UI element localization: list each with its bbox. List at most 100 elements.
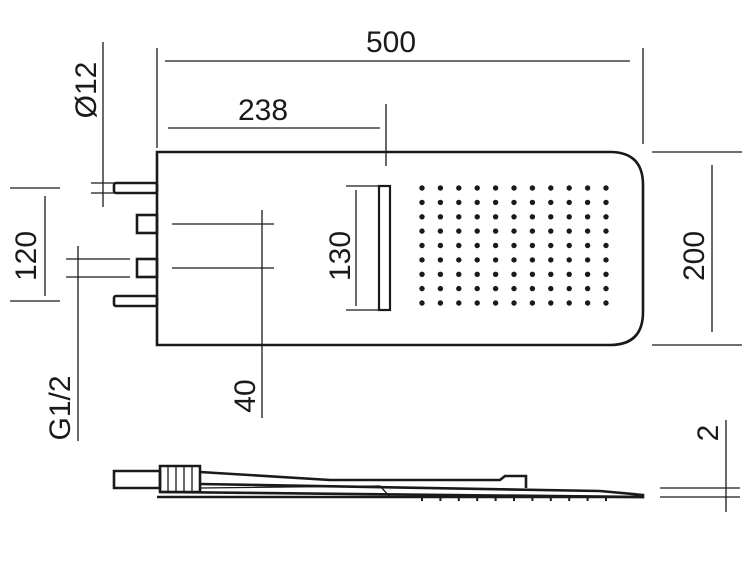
nozzle <box>603 300 609 306</box>
nozzle <box>511 214 517 220</box>
nozzle <box>456 271 462 277</box>
nozzle <box>456 228 462 234</box>
nozzle <box>566 228 572 234</box>
nozzle <box>511 199 517 206</box>
nozzle <box>492 185 499 191</box>
nozzle <box>584 257 591 263</box>
nozzle <box>529 271 536 277</box>
nozzle <box>492 271 499 277</box>
nozzle <box>456 300 462 306</box>
inlet-connector-upper <box>135 213 159 235</box>
nozzle <box>584 185 591 191</box>
nozzle <box>566 214 572 220</box>
nozzle <box>474 242 480 249</box>
diameter-label: Ø12 <box>70 62 103 119</box>
nozzle <box>603 185 609 191</box>
nozzle <box>584 228 591 234</box>
nozzle <box>474 300 480 306</box>
nozzle <box>584 285 591 292</box>
nozzle <box>437 242 444 249</box>
nozzle <box>584 199 591 206</box>
nozzle <box>474 228 480 234</box>
nozzle <box>603 285 609 292</box>
nozzle <box>437 271 444 277</box>
pipe-stub-bottom <box>112 294 159 308</box>
waterfall-blade <box>377 184 392 312</box>
nozzle <box>456 199 462 206</box>
nozzle <box>529 228 536 234</box>
nozzle <box>492 300 499 306</box>
nozzle <box>566 199 572 206</box>
depth-label: 200 <box>678 231 711 281</box>
nozzle <box>492 242 499 249</box>
nozzle <box>548 300 554 306</box>
nozzle <box>456 242 462 249</box>
nozzle <box>474 257 480 263</box>
inset-label: 238 <box>238 94 288 127</box>
nozzle <box>492 257 499 263</box>
nozzle <box>548 242 554 249</box>
nozzle <box>603 271 609 277</box>
nozzle <box>456 285 462 292</box>
spacing-label: 120 <box>10 231 43 281</box>
blade-height-label: 130 <box>324 231 357 281</box>
nozzle <box>603 214 609 220</box>
nozzle <box>511 228 517 234</box>
nozzle <box>603 257 609 263</box>
pipe-stub-top <box>112 181 159 195</box>
nozzle <box>474 214 480 220</box>
nozzle <box>419 242 425 249</box>
nozzle <box>437 199 444 206</box>
nozzle <box>529 199 536 206</box>
nozzle <box>529 257 536 263</box>
nozzle <box>548 214 554 220</box>
nozzle <box>584 300 591 306</box>
nozzle <box>603 242 609 249</box>
nozzle <box>511 271 517 277</box>
nozzle <box>548 185 554 191</box>
nozzle <box>584 214 591 220</box>
nozzle <box>548 257 554 263</box>
nozzle <box>419 271 425 277</box>
nozzle <box>419 199 425 206</box>
nozzle <box>511 257 517 263</box>
nozzle <box>492 199 499 206</box>
nozzle <box>437 300 444 306</box>
nozzle <box>419 228 425 234</box>
nozzle <box>474 285 480 292</box>
nozzle <box>437 285 444 292</box>
nozzle <box>474 271 480 277</box>
thread-label: G1/2 <box>44 375 77 440</box>
nozzle-grid <box>419 185 609 306</box>
nozzle <box>566 242 572 249</box>
nozzle <box>419 214 425 220</box>
nozzle <box>511 242 517 249</box>
nozzle <box>566 185 572 191</box>
nozzle <box>456 214 462 220</box>
shower-head-body <box>155 150 645 347</box>
nozzle <box>548 285 554 292</box>
nozzle <box>474 199 480 206</box>
nozzle <box>603 199 609 206</box>
nozzle <box>548 199 554 206</box>
nozzle <box>437 214 444 220</box>
nozzle <box>584 242 591 249</box>
nozzle <box>492 228 499 234</box>
nozzle <box>548 228 554 234</box>
offset-label: 40 <box>229 379 262 412</box>
nozzle <box>529 185 536 191</box>
nozzle <box>474 185 480 191</box>
nozzle <box>456 257 462 263</box>
nozzle <box>511 185 517 191</box>
nozzle <box>529 242 536 249</box>
nozzle <box>566 285 572 292</box>
thickness-label: 2 <box>692 425 725 442</box>
nozzle <box>584 271 591 277</box>
nozzle <box>529 300 536 306</box>
nozzle <box>419 300 425 306</box>
inlet-connector-lower <box>135 257 159 279</box>
nozzle <box>492 214 499 220</box>
nozzle <box>566 300 572 306</box>
nozzle <box>437 257 444 263</box>
